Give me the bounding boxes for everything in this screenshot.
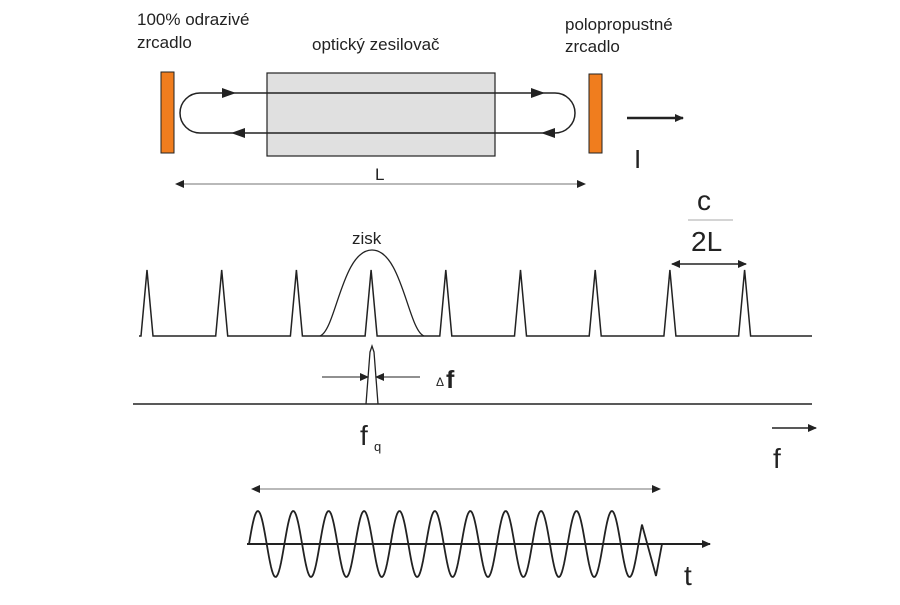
gain-label: zisk: [352, 229, 382, 248]
right-mirror: [588, 73, 603, 154]
gain-curve: [319, 249, 425, 337]
cavity-length-label: L: [375, 165, 384, 184]
left-mirror-label-line1: 100% odrazivé: [137, 10, 249, 29]
beam-arrow-left-1: [231, 128, 245, 138]
single-mode-line: [365, 343, 379, 405]
fq-label: f: [360, 420, 368, 451]
frequency-axis-label: f: [773, 443, 781, 474]
beam-arrow-right-1: [222, 88, 236, 98]
left-mirror: [160, 71, 175, 154]
linewidth-f: f: [446, 366, 455, 394]
linewidth-delta: Δ: [436, 375, 444, 389]
amplifier-label: optický zesilovač: [312, 35, 440, 54]
beam-arrow-right-2: [531, 88, 545, 98]
beam-arrow-left-2: [541, 128, 555, 138]
right-mirror-label-line2: zrcadlo: [565, 37, 620, 56]
spacing-numerator: c: [697, 185, 711, 216]
optical-amplifier-box: [266, 72, 496, 157]
left-mirror-label-line2: zrcadlo: [137, 33, 192, 52]
right-mirror-label-line1: polopropustné: [565, 15, 673, 34]
spacing-denominator: 2L: [691, 226, 722, 257]
mode-comb: [139, 269, 812, 337]
time-axis-label: t: [684, 560, 692, 591]
fq-subscript: q: [374, 439, 381, 454]
output-intensity-label: I: [634, 144, 641, 174]
mode-comb-line: [139, 269, 812, 337]
wave-train: [248, 509, 663, 579]
